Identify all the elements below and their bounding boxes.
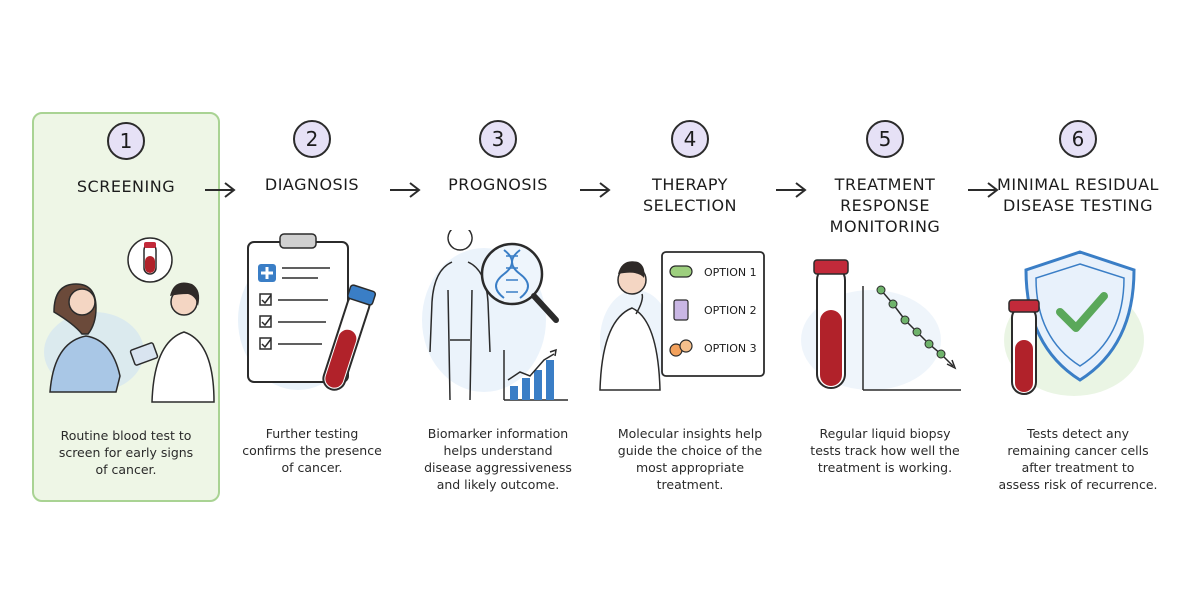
stage-treatment-response-monitoring: 5 TREATMENT RESPONSE MONITORING Regular … [791, 112, 979, 502]
doctor-patient-consultation-illustration [44, 237, 215, 403]
arrow-1-to-2 [205, 182, 236, 198]
step-number-4: 4 [671, 120, 709, 158]
shield-checkmark-blood-tube-illustration [1004, 250, 1144, 396]
arrow-5-to-6 [968, 182, 999, 198]
stage-minimal-residual-disease-testing: 6 MINIMAL RESIDUAL DISEASE TESTING Tests… [984, 112, 1172, 502]
stage-title-minimal-residual-disease-testing: MINIMAL RESIDUAL DISEASE TESTING [997, 175, 1159, 215]
stage-description-minimal-residual-disease-testing: Tests detect any remaining cancer cells … [998, 426, 1158, 492]
body-dna-magnifier-chart-illustration [422, 230, 568, 401]
arrow-2-to-3 [390, 182, 421, 198]
step-number-5: 5 [866, 120, 904, 158]
therapy-option-2: OPTION 2 [704, 304, 757, 317]
stage-description-prognosis: Biomarker information helps understand d… [424, 426, 572, 492]
stage-title-prognosis: PROGNOSIS [448, 175, 548, 194]
therapy-option-3: OPTION 3 [704, 342, 757, 355]
stage-title-screening: SCREENING [76, 177, 176, 196]
stage-screening: 1 SCREENING Routine blood test to screen… [32, 112, 220, 502]
stage-prognosis: 3 PROGNOSIS Biomarker information helps … [404, 112, 592, 502]
stage-title-therapy-selection: THERAPY SELECTION [642, 175, 737, 215]
stage-therapy-selection: 4 THERAPY SELECTION OPTION 1 OPTION 2 OP… [596, 112, 784, 502]
stage-title-diagnosis: DIAGNOSIS [264, 175, 360, 194]
blood-tube-declining-chart-illustration [801, 259, 961, 391]
step-number-2: 2 [293, 120, 331, 158]
therapy-option-1: OPTION 1 [704, 266, 757, 279]
stage-diagnosis: 2 DIAGNOSIS Further testing confirms the… [218, 112, 406, 502]
stage-description-therapy-selection: Molecular insights help guide the choice… [617, 426, 763, 492]
step-number-1: 1 [107, 122, 145, 160]
clipboard-blood-tube-illustration [238, 233, 377, 391]
stage-description-treatment-response-monitoring: Regular liquid biopsy tests track how we… [810, 426, 960, 475]
step-number-6: 6 [1059, 120, 1097, 158]
stage-description-screening: Routine blood test to screen for early s… [58, 428, 194, 477]
arrow-4-to-5 [776, 182, 807, 198]
stage-description-diagnosis: Further testing confirms the presence of… [242, 426, 382, 475]
step-number-3: 3 [479, 120, 517, 158]
stage-title-treatment-response-monitoring: TREATMENT RESPONSE MONITORING [829, 175, 941, 236]
arrow-3-to-4 [580, 182, 611, 198]
doctor-options-board-illustration: OPTION 1 OPTION 2 OPTION 3 [599, 251, 765, 391]
